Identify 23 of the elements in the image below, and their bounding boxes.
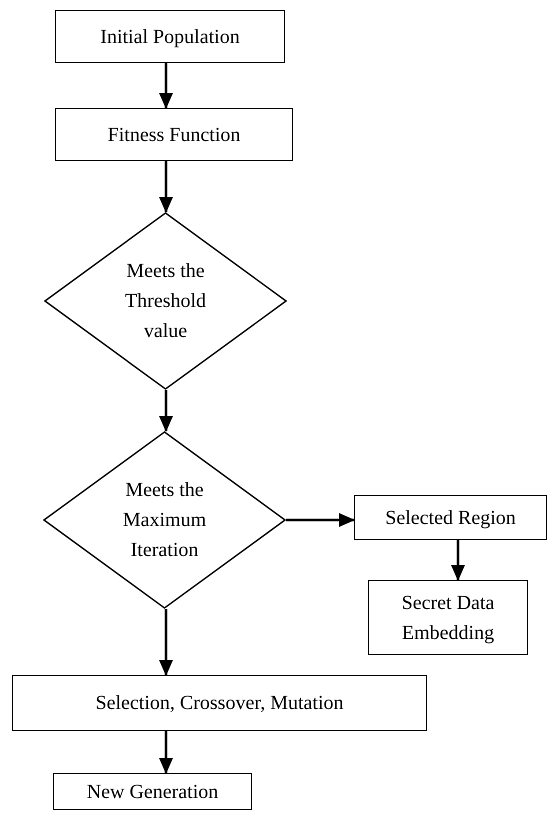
process-box (55, 108, 293, 161)
process-box (53, 773, 252, 810)
node-label: Meets the Threshold value (124, 259, 208, 344)
node-label: Meets the Maximum Iteration (122, 478, 208, 563)
node-label: Secret Data Embedding (400, 590, 496, 646)
node-label: Selection, Crossover, Mutation (95, 691, 344, 716)
process-box (55, 10, 285, 63)
arrow (159, 63, 173, 109)
arrow (451, 540, 465, 581)
process-box (12, 675, 427, 731)
node-label: Selected Region (385, 506, 516, 530)
decision-diamond (43, 431, 286, 609)
node-label: Fitness Function (108, 122, 240, 148)
arrow (159, 390, 173, 432)
arrow (159, 609, 173, 676)
arrow (286, 513, 355, 527)
node-label: New Generation (86, 780, 218, 804)
arrow (159, 161, 173, 213)
decision-diamond (44, 212, 287, 390)
process-box (354, 495, 547, 540)
arrow (159, 731, 173, 774)
process-box (368, 580, 528, 655)
node-label: Initial Population (100, 24, 240, 50)
